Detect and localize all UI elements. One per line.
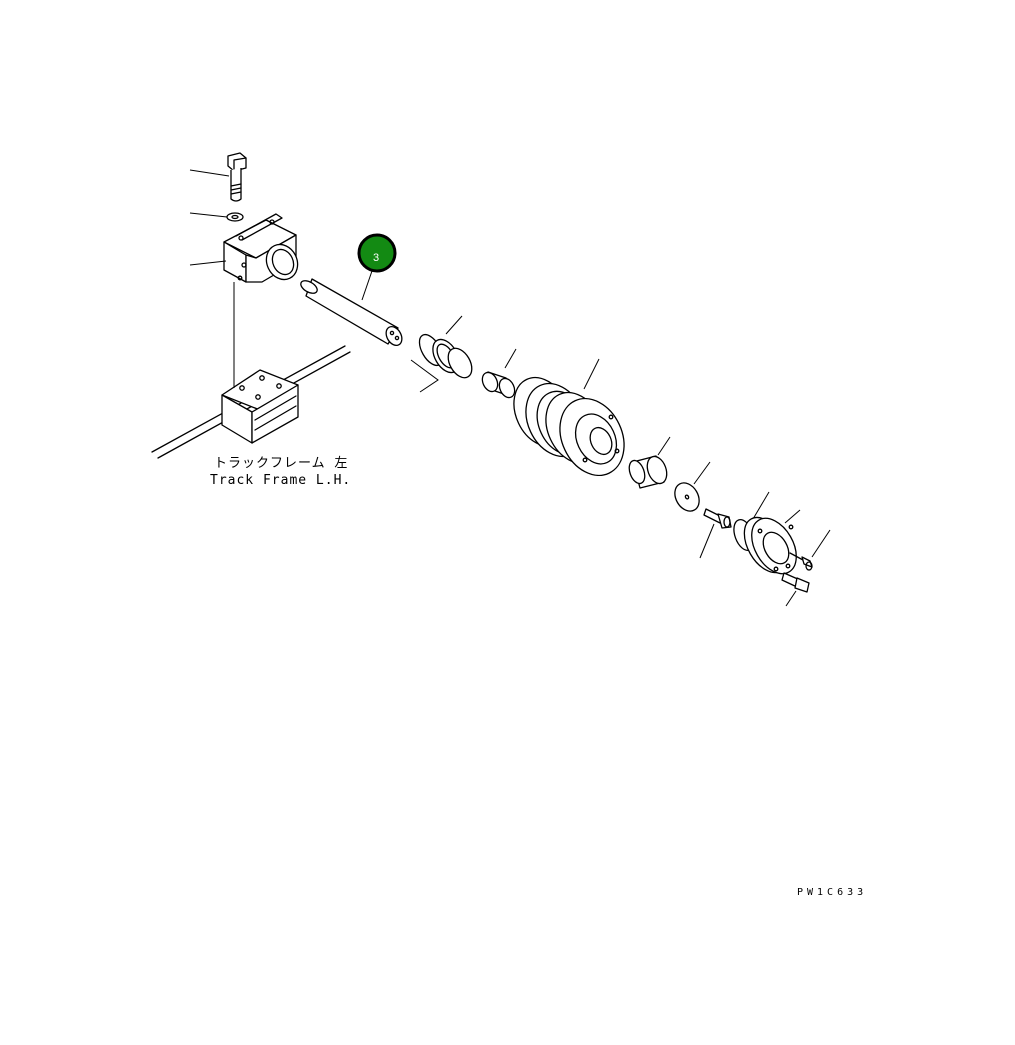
small-screw <box>789 529 831 571</box>
seal-ring-set <box>410 315 473 393</box>
track-roller <box>513 358 625 477</box>
cover-bolt <box>781 572 810 607</box>
callout-3-number: 3 <box>373 252 379 264</box>
bushing-outer <box>628 436 671 489</box>
bolt-washer <box>189 212 244 222</box>
end-cover <box>743 509 801 575</box>
frame-label-jp: トラックフレーム 左 <box>214 456 348 471</box>
drawing-code: PW1C633 <box>797 887 867 898</box>
mounting-bolt <box>189 152 247 202</box>
bushing-inner <box>481 348 517 399</box>
thrust-plate <box>674 461 711 512</box>
callout-3-marker[interactable] <box>357 233 397 273</box>
grease-plug <box>699 508 732 559</box>
shaft <box>300 267 403 346</box>
frame-label-en: Track Frame L.H. <box>210 473 351 488</box>
frame-mounting-block <box>221 369 299 444</box>
bearing-bracket <box>189 213 299 283</box>
callout-3[interactable]: 3 <box>357 233 397 273</box>
